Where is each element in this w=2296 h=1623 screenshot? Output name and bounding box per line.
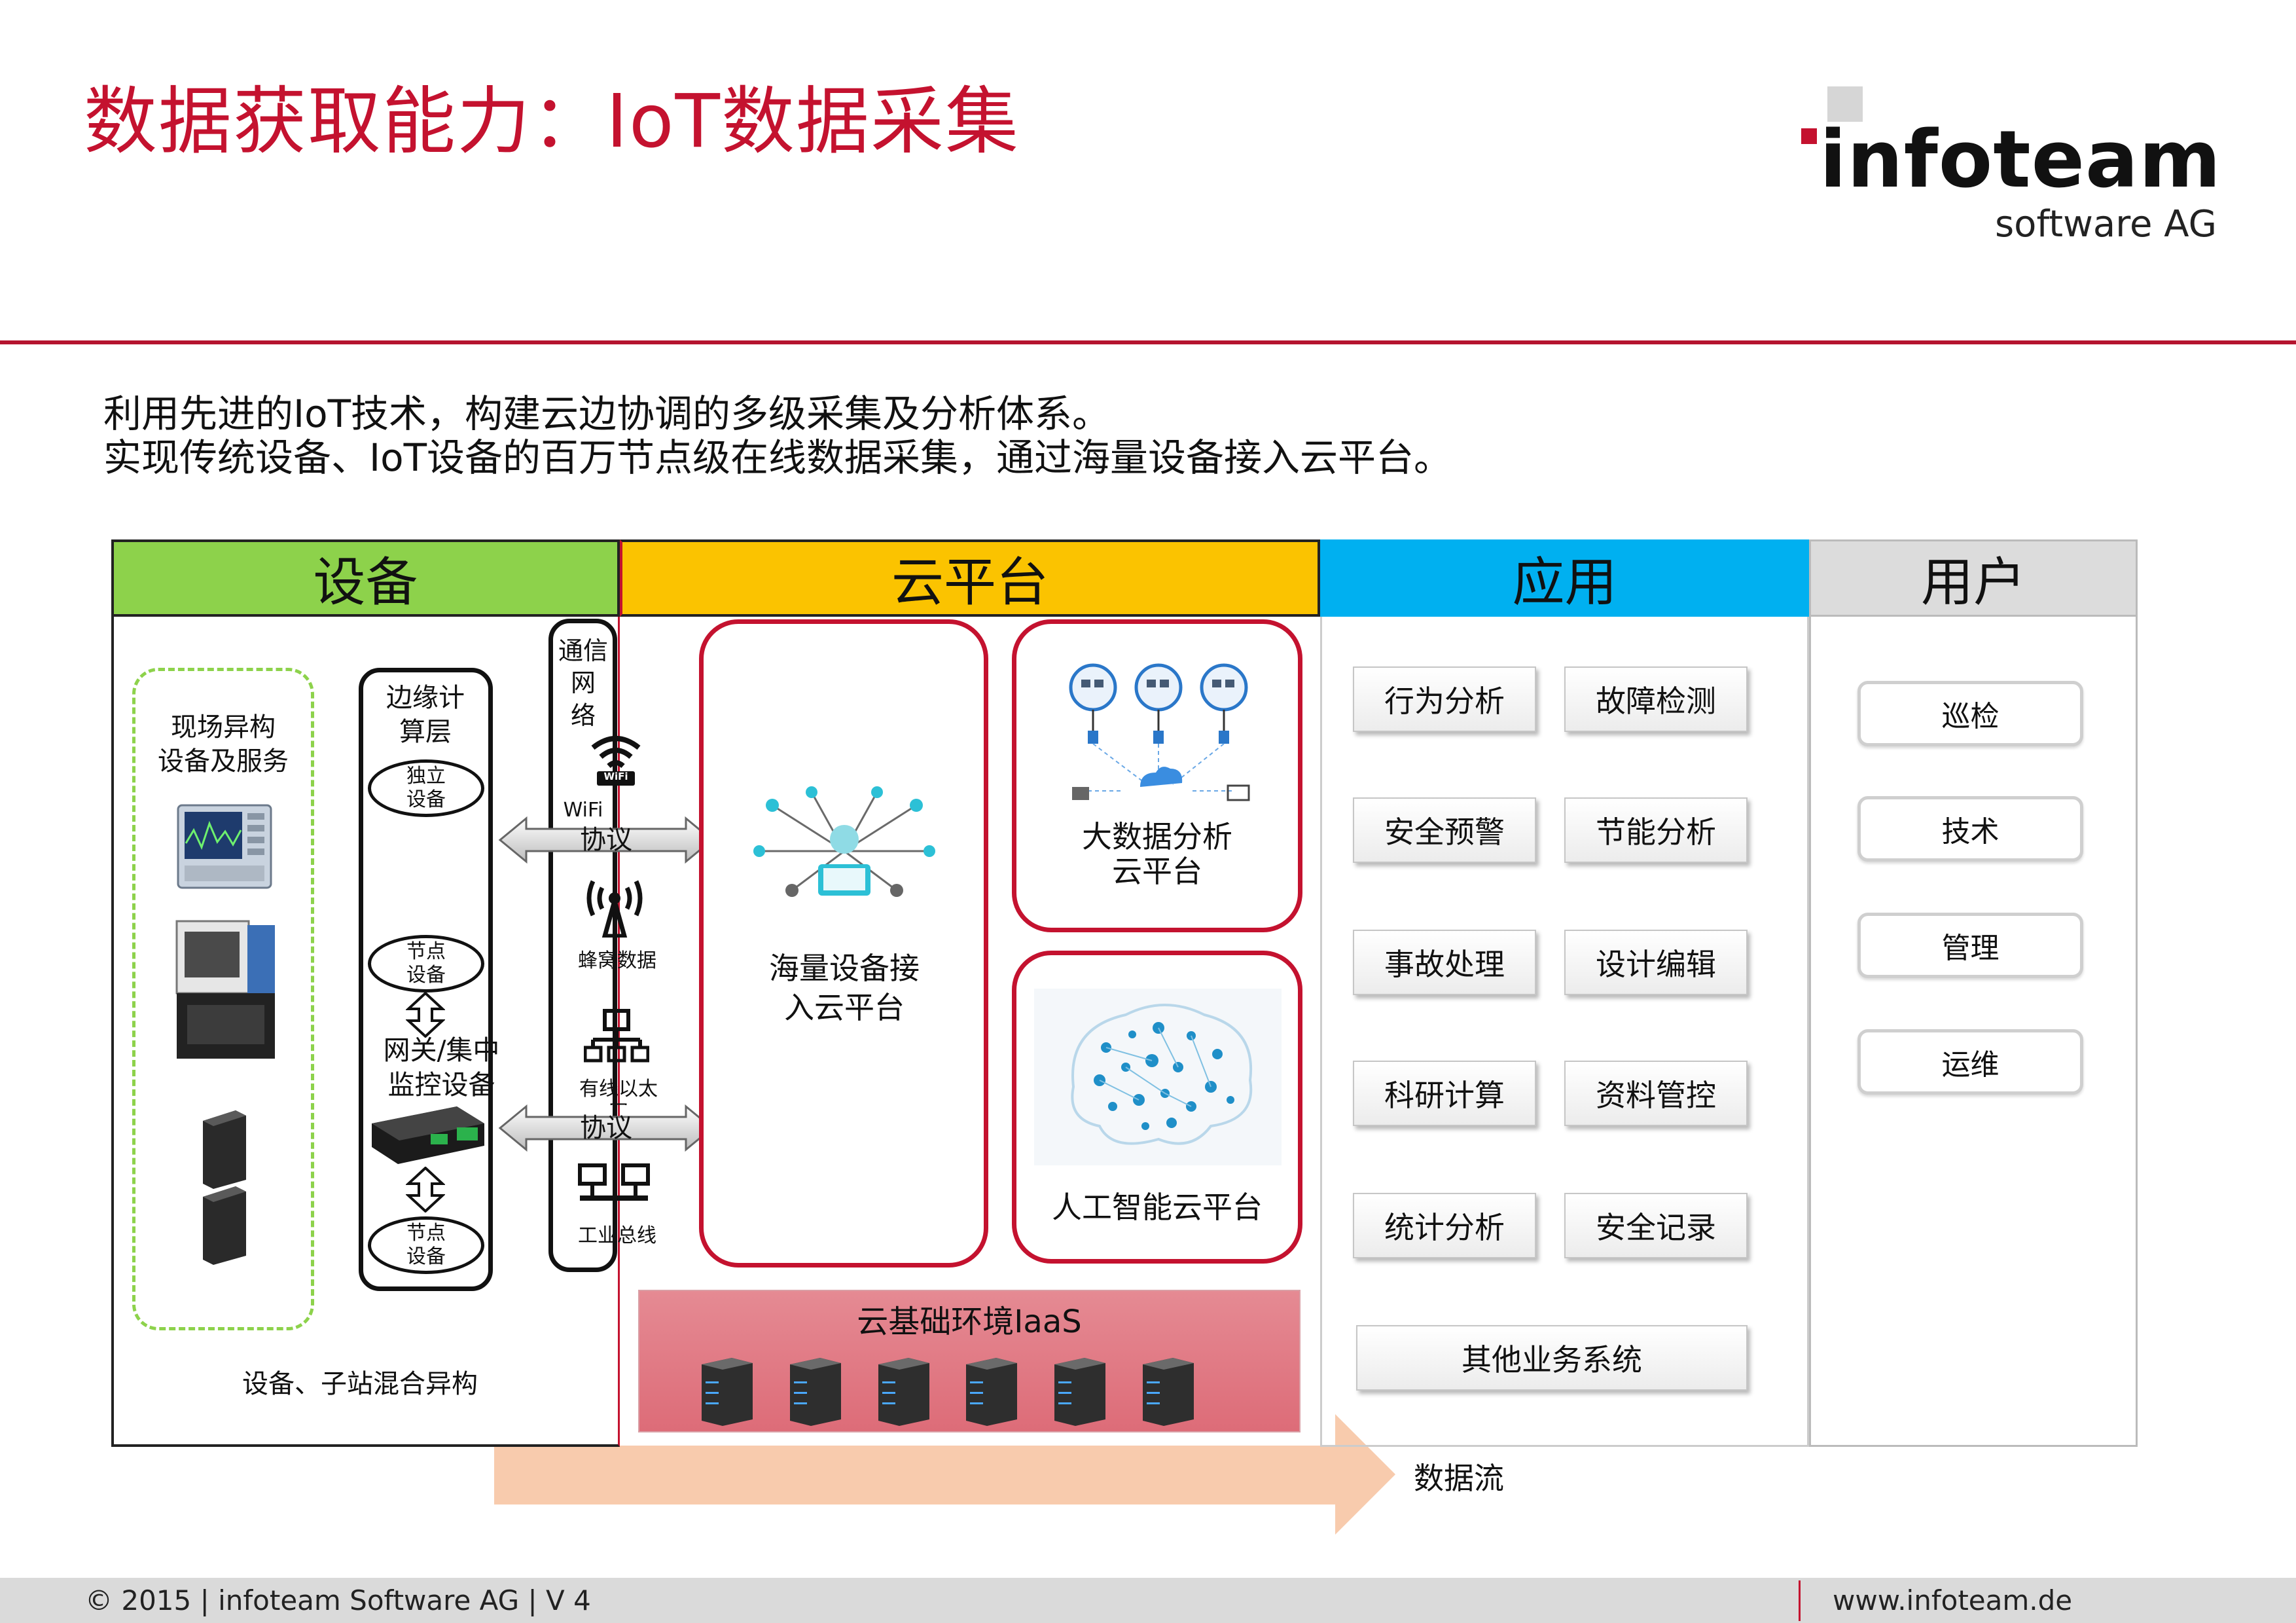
- device-column: [111, 617, 620, 1447]
- server-icon: [966, 1358, 1018, 1426]
- edge-computing-label: 边缘计 算层: [386, 683, 465, 747]
- app-research-computing-button[interactable]: 科研计算: [1353, 1061, 1536, 1126]
- header-divider: [0, 340, 2296, 344]
- user-column: [1809, 617, 2138, 1447]
- edge-computing-group: [359, 668, 493, 1291]
- footer-copyright: © 2015 | infoteam Software AG | V 4: [85, 1584, 591, 1616]
- wifi-label: WiFi: [563, 799, 603, 822]
- column-header-user: 用户: [1809, 539, 2138, 617]
- gateway-device-icon: [372, 1106, 484, 1164]
- iot-network-illustration: [753, 786, 935, 897]
- app-energy-analysis-button[interactable]: 节能分析: [1564, 797, 1748, 863]
- footer-bar: [0, 1578, 2296, 1623]
- server-icon: [1142, 1358, 1194, 1426]
- server-icon: [878, 1358, 929, 1426]
- user-operations-button[interactable]: 运维: [1857, 1029, 2083, 1095]
- user-inspection-button[interactable]: 巡检: [1857, 681, 2083, 746]
- field-devices-group: [132, 668, 314, 1330]
- protocol-label-1: 协议: [580, 825, 632, 855]
- wifi-badge: WiFi: [603, 771, 628, 782]
- hybrid-device-label: 设备、子站混合异构: [242, 1369, 478, 1399]
- footer-website-link[interactable]: www.infoteam.de: [1833, 1584, 2073, 1616]
- server-icon: [789, 1358, 841, 1426]
- bidirectional-arrow-icon: [406, 992, 445, 1038]
- server-icon: [702, 1358, 753, 1426]
- logo-red-square: [1801, 128, 1817, 144]
- logo-grey-square: [1827, 86, 1863, 122]
- ai-platform-label: 人工智能云平台: [1052, 1190, 1263, 1225]
- bigdata-topology-illustration: [1069, 663, 1250, 801]
- mass-access-platform: [699, 619, 988, 1267]
- communication-network-group: [548, 619, 617, 1272]
- column-header-cloud: 云平台: [620, 539, 1320, 617]
- app-design-editing-button[interactable]: 设计编辑: [1564, 930, 1748, 995]
- iaas-label: 云基础环境IaaS: [857, 1304, 1082, 1340]
- app-column: [1320, 617, 1809, 1447]
- iaas-server-row: [699, 1355, 1196, 1427]
- server-icon: [1054, 1358, 1106, 1426]
- data-flow-arrow: [494, 1414, 1395, 1535]
- cellular-label: 蜂窝数据: [578, 949, 656, 972]
- app-security-warning-button[interactable]: 安全预警: [1353, 797, 1536, 863]
- app-fault-detection-button[interactable]: 故障检测: [1564, 666, 1748, 732]
- bigdata-label: 大数据分析 云平台: [1082, 819, 1232, 889]
- intro-line-2: 实现传统设备、IoT设备的百万节点级在线数据采集，通过海量设备接入云平台。: [103, 435, 1452, 480]
- app-statistical-analysis-button[interactable]: 统计分析: [1353, 1193, 1536, 1258]
- column-header-app: 应用: [1320, 539, 1809, 617]
- page-title: 数据获取能力：IoT数据采集: [84, 79, 1020, 164]
- wifi-icon: [591, 736, 641, 786]
- app-behavior-analysis-button[interactable]: 行为分析: [1353, 666, 1536, 732]
- app-incident-handling-button[interactable]: 事故处理: [1353, 930, 1536, 995]
- footer-divider: [1799, 1580, 1801, 1621]
- app-security-log-button[interactable]: 安全记录: [1564, 1193, 1748, 1258]
- app-document-control-button[interactable]: 资料管控: [1564, 1061, 1748, 1126]
- ai-brain-illustration: [1034, 989, 1282, 1165]
- communication-network-label: 通信网 络: [558, 636, 608, 730]
- protocol-label-2: 协议: [580, 1113, 632, 1143]
- app-other-systems-button[interactable]: 其他业务系统: [1356, 1325, 1748, 1391]
- ethernet-icon: [584, 1009, 649, 1063]
- oscilloscope-icon: [177, 804, 272, 889]
- server-rack-icon: [203, 1110, 246, 1265]
- independent-device-node: 独立 设备: [368, 759, 484, 817]
- logo-subtitle: software AG: [1995, 203, 2217, 246]
- logo-wordmark: infoteam: [1820, 115, 2221, 206]
- node-device-2: 节点 设备: [368, 1216, 484, 1274]
- industrial-bus-icon: [578, 1163, 650, 1201]
- ethernet-label: 有线以太 网: [579, 1078, 658, 1105]
- gateway-label: 网关/集中 监控设备: [383, 1034, 500, 1101]
- node-device-1: 节点 设备: [368, 935, 484, 993]
- intro-line-1: 利用先进的IoT技术，构建云边协调的多级采集及分析体系。: [103, 392, 1111, 436]
- field-devices-label: 现场异构 设备及服务: [158, 712, 289, 776]
- mass-access-label: 海量设备接 入云平台: [769, 951, 920, 1025]
- cellular-tower-icon: [586, 880, 643, 938]
- data-flow-label: 数据流: [1414, 1461, 1504, 1496]
- user-management-button[interactable]: 管理: [1857, 913, 2083, 978]
- industrial-bus-label: 工业总线: [578, 1224, 656, 1247]
- cnc-machine-icon: [175, 920, 275, 1059]
- column-header-device: 设备: [111, 539, 620, 617]
- bidirectional-arrow-icon-2: [406, 1167, 445, 1213]
- user-technical-button[interactable]: 技术: [1857, 796, 2083, 862]
